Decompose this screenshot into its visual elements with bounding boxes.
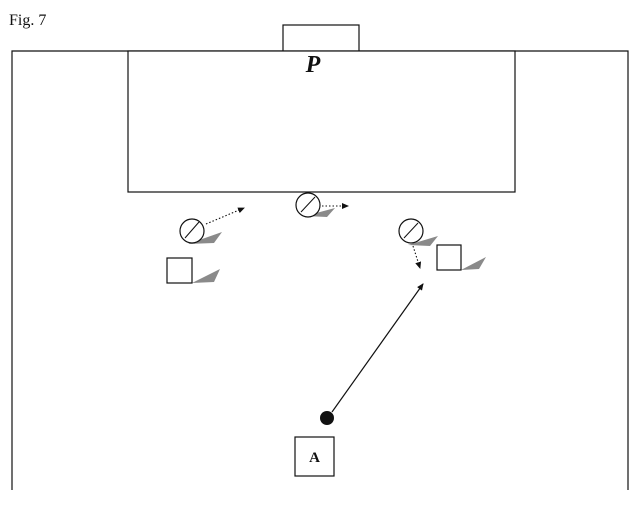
movement-arrow	[205, 207, 245, 225]
goalkeeper-label: P	[305, 52, 321, 78]
attacker-right	[436, 244, 486, 271]
ball-icon	[320, 411, 334, 425]
attacker-shadow	[192, 269, 220, 283]
defender-shadow	[408, 236, 438, 246]
defender-left	[179, 207, 245, 244]
square-player-icon	[166, 257, 193, 284]
square-player-icon	[436, 244, 462, 271]
square-player-icon	[294, 436, 335, 477]
defender-center	[295, 192, 349, 218]
movement-arrow	[412, 245, 422, 269]
figure-label: Fig. 7	[9, 12, 47, 29]
defender-right	[398, 218, 438, 269]
goal	[282, 24, 360, 52]
attacker-shadow	[461, 257, 486, 270]
pass-arrow	[331, 283, 424, 413]
player-a: A	[294, 436, 335, 477]
circle-player-icon	[179, 218, 205, 244]
penalty-area	[127, 50, 516, 193]
attacker-left	[166, 257, 220, 284]
player-a-label: A	[309, 450, 320, 466]
